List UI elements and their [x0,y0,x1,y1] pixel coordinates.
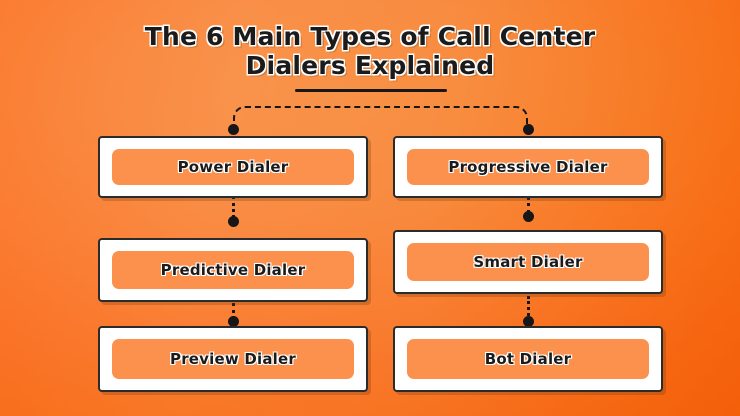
connector-right-1 [527,196,530,214]
card-label: Preview Dialer [170,350,296,368]
card-power-dialer[interactable]: Power Dialer [98,136,368,198]
card-predictive-dialer[interactable]: Predictive Dialer [98,238,368,302]
title-line-2: Dialers Explained [245,51,495,80]
card-inner: Progressive Dialer [407,149,649,185]
card-inner: Smart Dialer [407,243,649,281]
card-label: Smart Dialer [473,253,583,271]
card-label: Progressive Dialer [448,158,608,176]
card-label: Predictive Dialer [160,261,306,279]
page-title: The 6 Main Types of Call Center Dialers … [0,22,740,80]
title-divider [295,89,447,92]
connector-dot-right-2 [523,316,534,327]
card-inner: Predictive Dialer [112,251,354,289]
card-preview-dialer[interactable]: Preview Dialer [98,326,368,392]
connector-dot-right-1 [523,211,534,222]
connector-right-2 [527,296,530,316]
card-inner: Bot Dialer [407,339,649,379]
card-label: Power Dialer [177,158,289,176]
connector-dot-right-top [523,124,534,135]
card-progressive-dialer[interactable]: Progressive Dialer [393,136,663,198]
connector-dot-left-1 [228,216,239,227]
connector-left-1 [232,196,235,218]
card-inner: Power Dialer [112,149,354,185]
title-line-1: The 6 Main Types of Call Center [144,22,596,51]
connector-dot-left-top [228,124,239,135]
card-smart-dialer[interactable]: Smart Dialer [393,230,663,294]
card-label: Bot Dialer [484,350,572,368]
card-inner: Preview Dialer [112,339,354,379]
connector-left-2 [232,303,235,319]
bracket-connector [233,106,528,132]
connector-dot-left-2 [228,316,239,327]
card-bot-dialer[interactable]: Bot Dialer [393,326,663,392]
